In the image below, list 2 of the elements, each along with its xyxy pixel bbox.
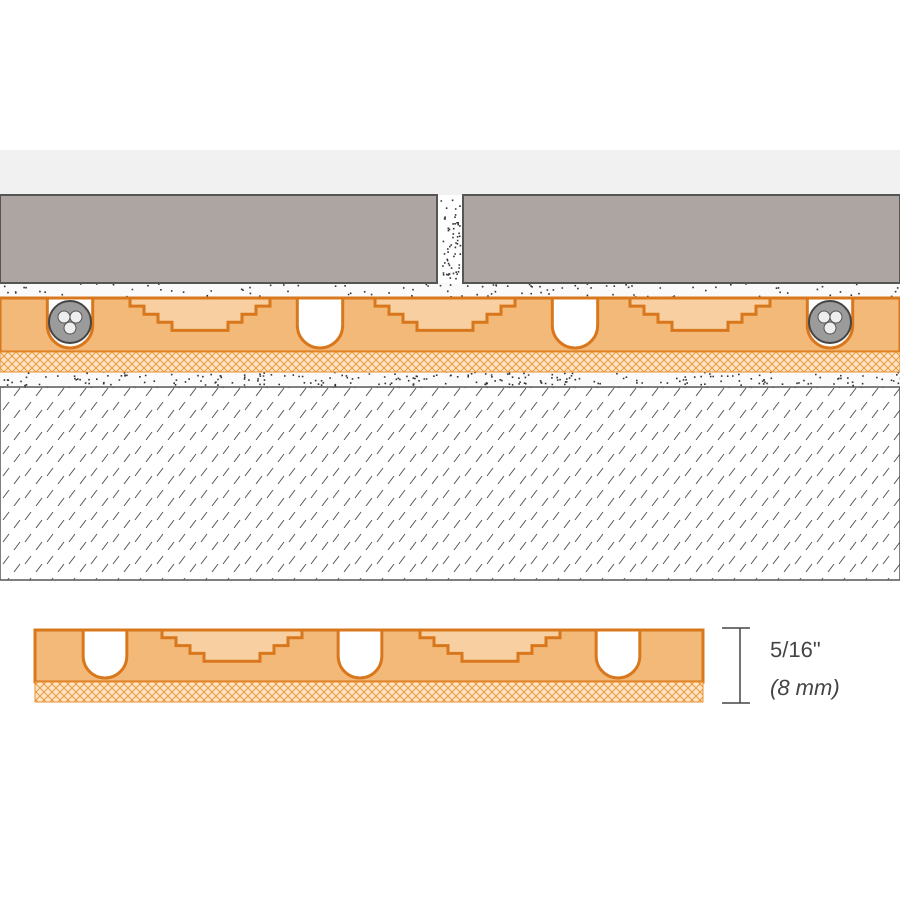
dimension-label: 5/16"	[770, 637, 821, 663]
dimension-label: (8 mm)	[770, 675, 840, 701]
